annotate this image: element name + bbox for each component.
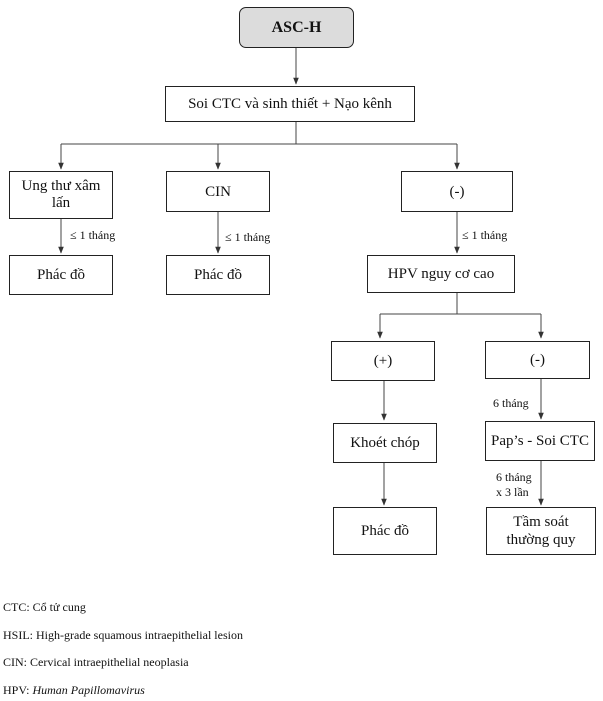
edge-label-6-thang: 6 tháng xyxy=(493,396,529,410)
node-tam-soat: Tầm soát thường quy xyxy=(486,507,596,555)
node-neg-1: (-) xyxy=(401,171,513,212)
edge-label-x3-lan: x 3 lần xyxy=(496,485,529,499)
edge-label-le1-c: ≤ 1 tháng xyxy=(462,228,508,242)
legend-hsil: HSIL: High-grade squamous intraepithelia… xyxy=(3,628,243,642)
node-paps: Pap’s - Soi CTC xyxy=(485,421,595,461)
node-hpv: HPV nguy cơ cao xyxy=(367,255,515,293)
legend-hpv-prefix: HPV: xyxy=(3,683,33,697)
node-neg-2: (-) xyxy=(485,341,590,379)
node-ung-thu: Ung thư xâm lấn xyxy=(9,171,113,219)
legend-hpv-name: Human Papillomavirus xyxy=(32,683,145,697)
node-phac-do-3: Phác đồ xyxy=(333,507,437,555)
node-khoet-chop: Khoét chóp xyxy=(333,423,437,463)
edge-label-6-thang-b: 6 tháng xyxy=(496,470,532,484)
edge-label-le1-b: ≤ 1 tháng xyxy=(225,230,271,244)
node-pos: (+) xyxy=(331,341,435,381)
node-phac-do-2: Phác đồ xyxy=(166,255,270,295)
node-cin: CIN xyxy=(166,171,270,212)
legend-hpv: HPV: Human Papillomavirus xyxy=(3,683,145,698)
legend-ctc: CTC: Cổ tử cung xyxy=(3,600,86,614)
node-asc-h: ASC-H xyxy=(239,7,354,48)
edge-label-le1-a: ≤ 1 tháng xyxy=(70,228,116,242)
legend-cin: CIN: Cervical intraepithelial neoplasia xyxy=(3,655,189,669)
node-soi-ctc: Soi CTC và sinh thiết + Nạo kênh xyxy=(165,86,415,122)
node-phac-do-1: Phác đồ xyxy=(9,255,113,295)
